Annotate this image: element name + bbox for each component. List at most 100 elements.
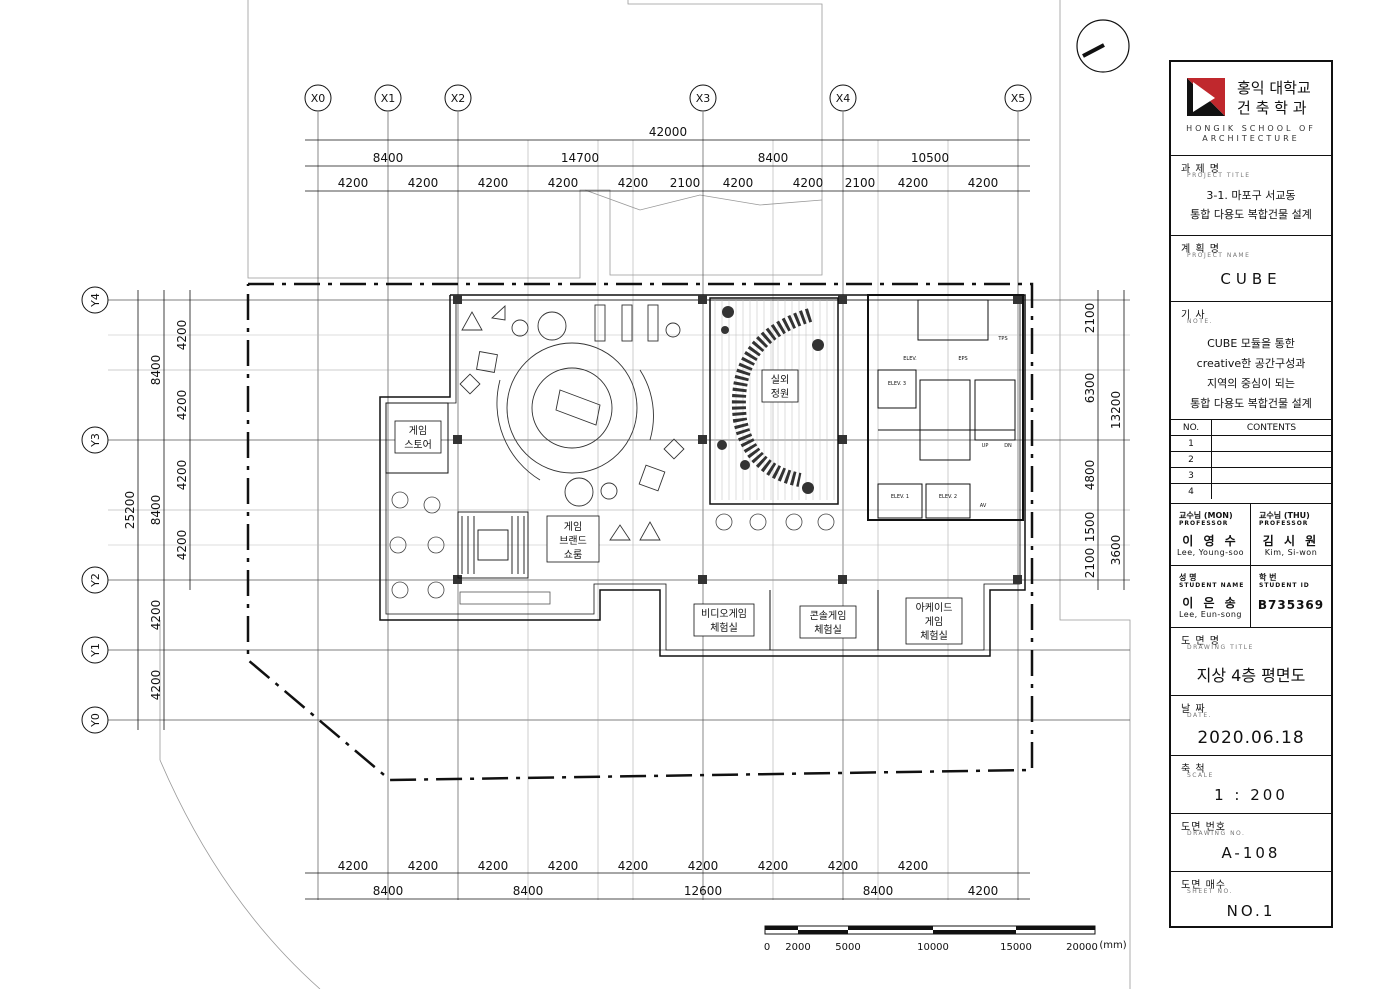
dim-left-row3: 4200 (175, 460, 189, 491)
drawing-no-section: 도면 번호 DRAWING NO. A-108 (1171, 814, 1331, 872)
school-logo-section: 홍익 대학교 건 축 학 과 HONGIK SCHOOL OF ARCHITEC… (1171, 62, 1331, 156)
contents-row-no: 2 (1171, 451, 1212, 468)
note-line: 지역의 중심이 되는 (1207, 377, 1295, 390)
student-name-en: Lee, Eun-song (1178, 610, 1243, 619)
core-rooms (867, 294, 1024, 521)
room-outdoor-garden: 실외 (771, 374, 789, 386)
project-name-value: CUBE (1220, 270, 1282, 288)
dimension-lines-bottom (305, 872, 1030, 900)
dim-top-row3: 4200 (478, 176, 509, 190)
grid-label-x0: X0 (311, 92, 326, 105)
dim-left-row2: 8400 (149, 495, 163, 526)
dim-right-inner: 2100 (1083, 548, 1097, 579)
north-arrow-icon (1076, 19, 1130, 73)
room-console-game: 체험실 (814, 624, 842, 636)
core-label: AV (980, 503, 987, 509)
scale-value: 1 : 200 (1214, 786, 1288, 804)
scale-label: 축 척 (1181, 764, 1206, 775)
dim-top-row3: 2100 (845, 176, 876, 190)
grid-lines (108, 112, 1130, 900)
student-name-label: 성 명 (1179, 573, 1197, 582)
dim-top-row3: 4200 (338, 176, 369, 190)
dim-left-row3: 4200 (149, 600, 163, 631)
core-label: ELEV. 3 (888, 381, 906, 387)
grid-bubbles-x (304, 84, 1032, 112)
stair-core (457, 511, 529, 579)
professor-mon-name: 이 영 수 (1182, 534, 1239, 548)
core-label: TPS (997, 336, 1007, 342)
columns (453, 295, 1022, 584)
scale-bar (764, 925, 1096, 935)
date-label-en: DATE. (1187, 712, 1213, 719)
core-label: ELEV. (903, 356, 917, 362)
student-name: 이 은 송 (1182, 596, 1239, 610)
school-name-en: ARCHITECTURE (1202, 134, 1300, 143)
cafe-tables (389, 491, 835, 599)
game-store-room (385, 402, 449, 474)
dim-right-outer: 3600 (1109, 535, 1123, 566)
project-name-label-en: PROJECT NAME (1187, 252, 1251, 259)
dim-bottom-row2: 8400 (513, 884, 544, 898)
dim-top-row3: 4200 (898, 176, 929, 190)
grid-label-y0: Y0 (89, 713, 102, 728)
sheet-no-label-en: SHEET NO. (1187, 888, 1233, 895)
student-id-label: 학 번 (1259, 573, 1277, 582)
grid-label-y3: Y3 (89, 433, 102, 448)
title-block: 홍익 대학교 건 축 학 과 HONGIK SCHOOL OF ARCHITEC… (1169, 60, 1333, 928)
dim-bottom-row1: 4200 (408, 859, 439, 873)
room-outdoor-garden: 정원 (771, 388, 789, 400)
dim-top-row2: 8400 (373, 151, 404, 165)
dim-top-row3: 2100 (670, 176, 701, 190)
dim-left-row3: 4200 (175, 320, 189, 351)
room-arcade-game: 게임 (925, 615, 943, 628)
scale-tick: 0 (764, 942, 770, 953)
room-brand-showroom: 쇼룸 (564, 549, 582, 561)
professor-mon-label: 교수님 (MON) (1179, 511, 1233, 520)
professor-thu: 교수님 (THU) PROFESSOR 김 시 원 Kim, Si-won (1251, 504, 1331, 565)
dimension-lines-left (137, 290, 191, 730)
room-brand-showroom: 게임 (564, 520, 582, 533)
scale-unit: (mm) (1099, 940, 1126, 951)
project-name-section: 계 획 명 PROJECT NAME CUBE (1171, 236, 1331, 302)
grid-label-x3: X3 (696, 92, 711, 105)
dim-left-row3: 4200 (175, 530, 189, 561)
core-label: DN (1004, 443, 1012, 449)
student-id-label-en: STUDENT ID (1259, 582, 1310, 589)
contents-row-no: 3 (1171, 467, 1212, 484)
scale-tick: 15000 (1000, 942, 1032, 953)
scale-tick: 2000 (785, 942, 810, 953)
project-title-section: 과 제 명 PROJECT TITLE 3-1. 마포구 서교동 통합 다용도 … (1171, 156, 1331, 236)
experience-rooms (769, 590, 879, 650)
core-label: ELEV. 2 (939, 494, 957, 500)
note-label-en: NOTE. (1187, 318, 1214, 325)
school-logo-icon (1187, 78, 1225, 116)
date-label: 날 짜 (1181, 704, 1206, 715)
site-boundary (159, 0, 1131, 989)
project-title-value: 3-1. 마포구 서교동 (1206, 189, 1296, 202)
contents-row-no: 4 (1171, 483, 1212, 499)
sheet-no-value: NO.1 (1226, 902, 1276, 920)
dim-top-row2: 14700 (561, 151, 599, 165)
student-id-box: 학 번 STUDENT ID B735369 (1251, 566, 1331, 627)
grid-label-x2: X2 (451, 92, 466, 105)
professor-thu-label-en: PROFESSOR (1259, 520, 1309, 527)
dim-top-row2: 10500 (911, 151, 949, 165)
note-line: 통합 다용도 복합건물 설계 (1190, 397, 1312, 410)
dim-bottom-row1: 4200 (338, 859, 369, 873)
dim-top-row2: 8400 (758, 151, 789, 165)
contents-row-no: 1 (1171, 435, 1212, 452)
room-brand-showroom: 브랜드 (559, 535, 587, 547)
school-name-kr: 홍익 대학교 (1237, 79, 1311, 97)
student-id-value: B735369 (1257, 598, 1325, 612)
dimension-lines-right (1097, 290, 1125, 590)
core-label: ELEV. 1 (891, 494, 909, 500)
dim-top-total: 42000 (649, 125, 687, 139)
dim-bottom-row1: 4200 (828, 859, 859, 873)
contents-section: NO.CONTENTS 1 2 3 4 (1171, 420, 1331, 504)
school-name-en: HONGIK SCHOOL OF (1186, 124, 1316, 133)
contents-header-no: NO. (1171, 420, 1212, 436)
dim-right-inner: 1500 (1083, 512, 1097, 543)
grid-label-y1: Y1 (89, 643, 102, 658)
school-name-kr: 건 축 학 과 (1237, 99, 1307, 117)
